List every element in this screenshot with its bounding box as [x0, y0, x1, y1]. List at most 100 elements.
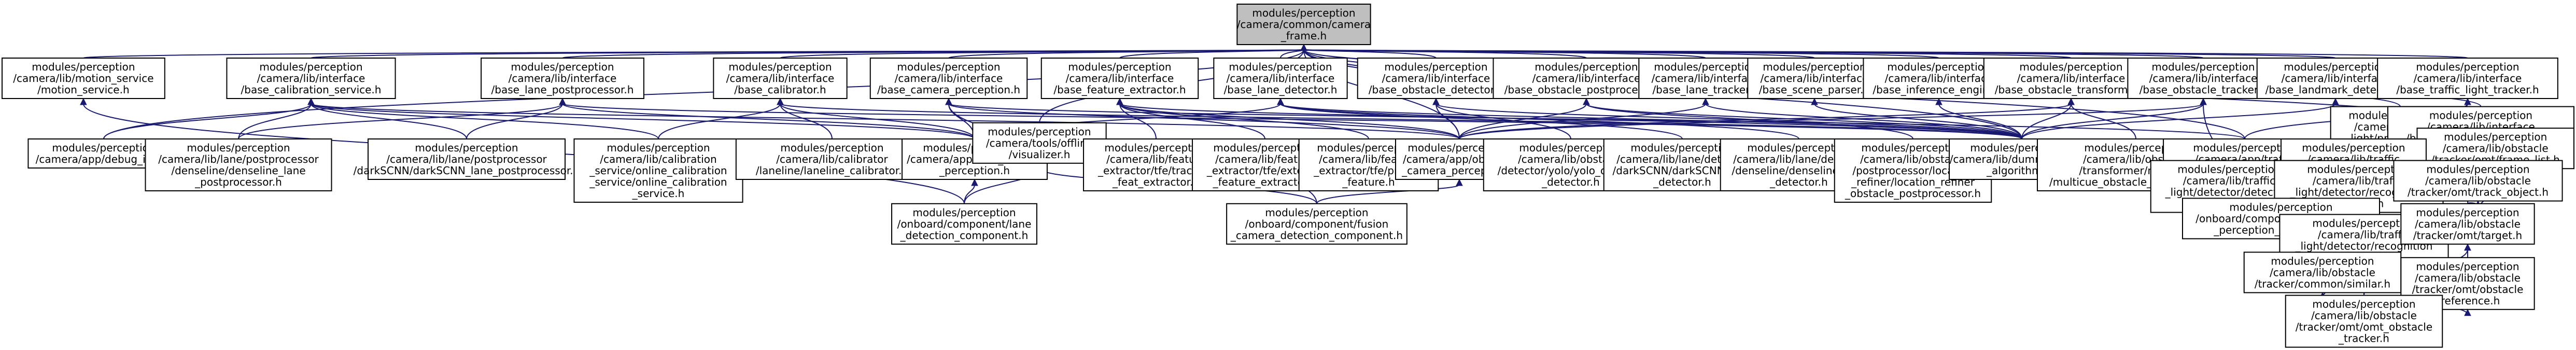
edge-n14-n35	[2021, 103, 2204, 139]
node-label-line: /darkSCNN/darkSCNN_lane_postprocessor.h	[354, 164, 580, 177]
node-label-line: /camera/common/camera	[1237, 18, 1371, 31]
edge-n30-n43	[1316, 184, 1460, 204]
edge-n4-n24	[780, 103, 833, 139]
graph-node[interactable]: modules/perception/camera/lib/interface/…	[1040, 58, 1199, 99]
graph-node[interactable]: modules/perception/camera/lib/interface/…	[226, 58, 396, 99]
node-label-line: /camera/lib/interface	[1382, 72, 1490, 85]
node-label-line: /camera/lib/obstacle	[2270, 266, 2375, 278]
arrowhead-n25-n42	[971, 178, 978, 186]
node-label-line: modules/perception	[187, 142, 290, 154]
edge-n8-n30	[1435, 103, 1460, 139]
edge-n5-n37	[948, 103, 2245, 139]
node-box	[1213, 58, 1348, 99]
graph-node[interactable]: modules/perception/camera/lib/lane/postp…	[354, 138, 580, 180]
node-label-line: modules/perception	[52, 142, 155, 154]
edge-n2-n20	[103, 103, 312, 139]
graph-node[interactable]: modules/perception/camera/tools/offline/…	[972, 122, 1107, 164]
node-label-line: modules/perception	[2229, 201, 2332, 213]
graph-node[interactable]: modules/perception/onboard/component/fus…	[1226, 203, 1407, 245]
node-label-line: modules/perception	[1229, 61, 1332, 73]
graph-node[interactable]: modules/perception/camera/lib/interface/…	[1213, 58, 1348, 99]
graph-node[interactable]: modules/perception/camera/lib/calibrator…	[735, 138, 929, 180]
graph-node[interactable]: modules/perception/camera/lib/lane/postp…	[145, 138, 332, 191]
graph-node[interactable]: modules/perception/camera/lib/interface/…	[1357, 58, 1515, 99]
node-label-line: /camera/lib/traffic	[2318, 229, 2410, 241]
arrowhead-n1-n42	[80, 97, 87, 105]
node-label-line: _service.h	[632, 187, 685, 200]
graph-node[interactable]: modules/perception/camera/lib/motion_ser…	[2, 58, 165, 99]
edge-n6-n35	[1119, 103, 2022, 139]
node-label-line: modules/perception	[1887, 61, 1990, 73]
edge-n2-n30	[311, 103, 1460, 139]
edge-n25-n42	[964, 184, 975, 204]
node-label-line: modules/perception	[728, 61, 832, 73]
node-label-line: modules/perception	[2426, 163, 2529, 176]
arrowhead-n4-n35	[777, 97, 784, 105]
edge-n2-n22	[311, 103, 467, 139]
node-label-line: /camera/lib/interface	[2017, 72, 2125, 85]
edge-n11-n35	[1814, 103, 2022, 139]
graph-node[interactable]: modules/perception/camera/lib/obstacle/t…	[2400, 257, 2535, 310]
node-label-line: modules/perception	[1535, 61, 1638, 73]
node-label-line: modules/perception	[2312, 298, 2415, 311]
node-label-line: /onboard/component/lane	[897, 218, 1032, 230]
node-label-line: modules/perception	[2444, 131, 2547, 143]
edge-n9-n30	[1459, 103, 1587, 139]
node-box	[481, 58, 644, 99]
node-label-line: /camera/lib/interface	[509, 72, 617, 85]
node-label-line: /camera/lib/traffic	[2313, 175, 2405, 187]
edge-n3-n21	[238, 103, 563, 139]
arrowhead-n3-n35	[559, 97, 566, 105]
nodes-layer: modules/perception/camera/common/camera _…	[2, 4, 2574, 348]
edge-n6-n30	[1119, 103, 1460, 139]
edge-n13-n35	[2021, 103, 2072, 139]
arrowhead-n30-n43	[1456, 178, 1463, 186]
graph-node[interactable]: modules/perception/camera/lib/obstacle/t…	[2400, 203, 2535, 245]
node-label-line: modules/perception	[897, 61, 1000, 73]
node-label-line: _detection_component.h	[900, 229, 1029, 242]
arrowhead-n48-n49	[2464, 309, 2471, 316]
node-label-line: _detector.h	[1769, 176, 1828, 188]
graph-node[interactable]: modules/perception/camera/lib/obstacle/t…	[2393, 160, 2563, 202]
node-label-line: /base_lane_tracker.h	[1652, 83, 1758, 96]
graph-node[interactable]: modules/perception/camera/lib/interface/…	[713, 58, 848, 99]
arrowhead-n13-n35	[2067, 97, 2075, 105]
edge-n2-n23	[311, 103, 659, 139]
node-label-line: modules/perception	[259, 61, 362, 73]
node-label-line: /camera/lib/obstacle	[1860, 153, 1966, 165]
node-label-line: modules/perception	[1763, 61, 1866, 73]
arrowhead-n7-n35	[1277, 97, 1284, 105]
node-label-line: modules/perception	[1252, 7, 1355, 19]
graph-node[interactable]: modules/perception/camera/lib/interface/…	[2377, 58, 2558, 99]
node-label-line: modules/perception	[1654, 61, 1757, 73]
graph-node[interactable]: modules/perception/camera/lib/interface/…	[1747, 58, 1882, 99]
node-label-line: _perception.h	[939, 164, 1010, 177]
node-label-line: /denseline/denseline_lane	[171, 164, 305, 177]
graph-node[interactable]: modules/perception/camera/lib/obstacle/t…	[2285, 295, 2443, 348]
node-label-line: _service/online_calibration	[589, 164, 727, 177]
node-label-line: /camera/lib/interface	[1066, 72, 1174, 85]
node-box	[2243, 251, 2402, 293]
graph-node[interactable]: modules/perception/camera/lib/interface/…	[481, 58, 644, 99]
node-label-line: /base_calibrator.h	[734, 83, 826, 96]
graph-node[interactable]: modules/perception/camera/lib/interface/…	[869, 58, 1028, 99]
graph-node[interactable]: modules/perception/camera/lib/calibratio…	[573, 138, 743, 203]
node-label-line: _detector.h	[1541, 176, 1600, 188]
node-label-line: /base_feature_extractor.h	[1053, 83, 1186, 96]
edge-n4-n23	[658, 103, 781, 139]
node-label-line: _obstacle_postprocessor.h	[1845, 187, 1981, 200]
graph-node[interactable]: modules/perception/camera/lib/obstacle/t…	[2243, 251, 2402, 293]
node-label-line: /camera/lib/obstacle	[2415, 272, 2521, 284]
node-label-line: /motion_service.h	[37, 83, 129, 96]
node-label-line: modules/perception	[2271, 255, 2374, 267]
graph-node[interactable]: modules/perception/camera/lib/interface/…	[1983, 58, 2159, 99]
node-label-line: _reference.h	[2435, 295, 2500, 307]
edge-n0-n6	[1119, 49, 1304, 59]
graph-node[interactable]: modules/perception/camera/lib/interface/…	[2127, 58, 2279, 99]
edge-n14-n30	[1459, 103, 2204, 139]
node-label-line: /tracker/omt/target.h	[2413, 229, 2522, 242]
node-label-line: _service/online_calibration	[589, 176, 727, 188]
graph-node[interactable]: modules/perception/onboard/component/lan…	[891, 203, 1037, 245]
edge-n7-n33	[1280, 103, 1799, 139]
arrowhead-n14-n49	[2200, 97, 2207, 105]
